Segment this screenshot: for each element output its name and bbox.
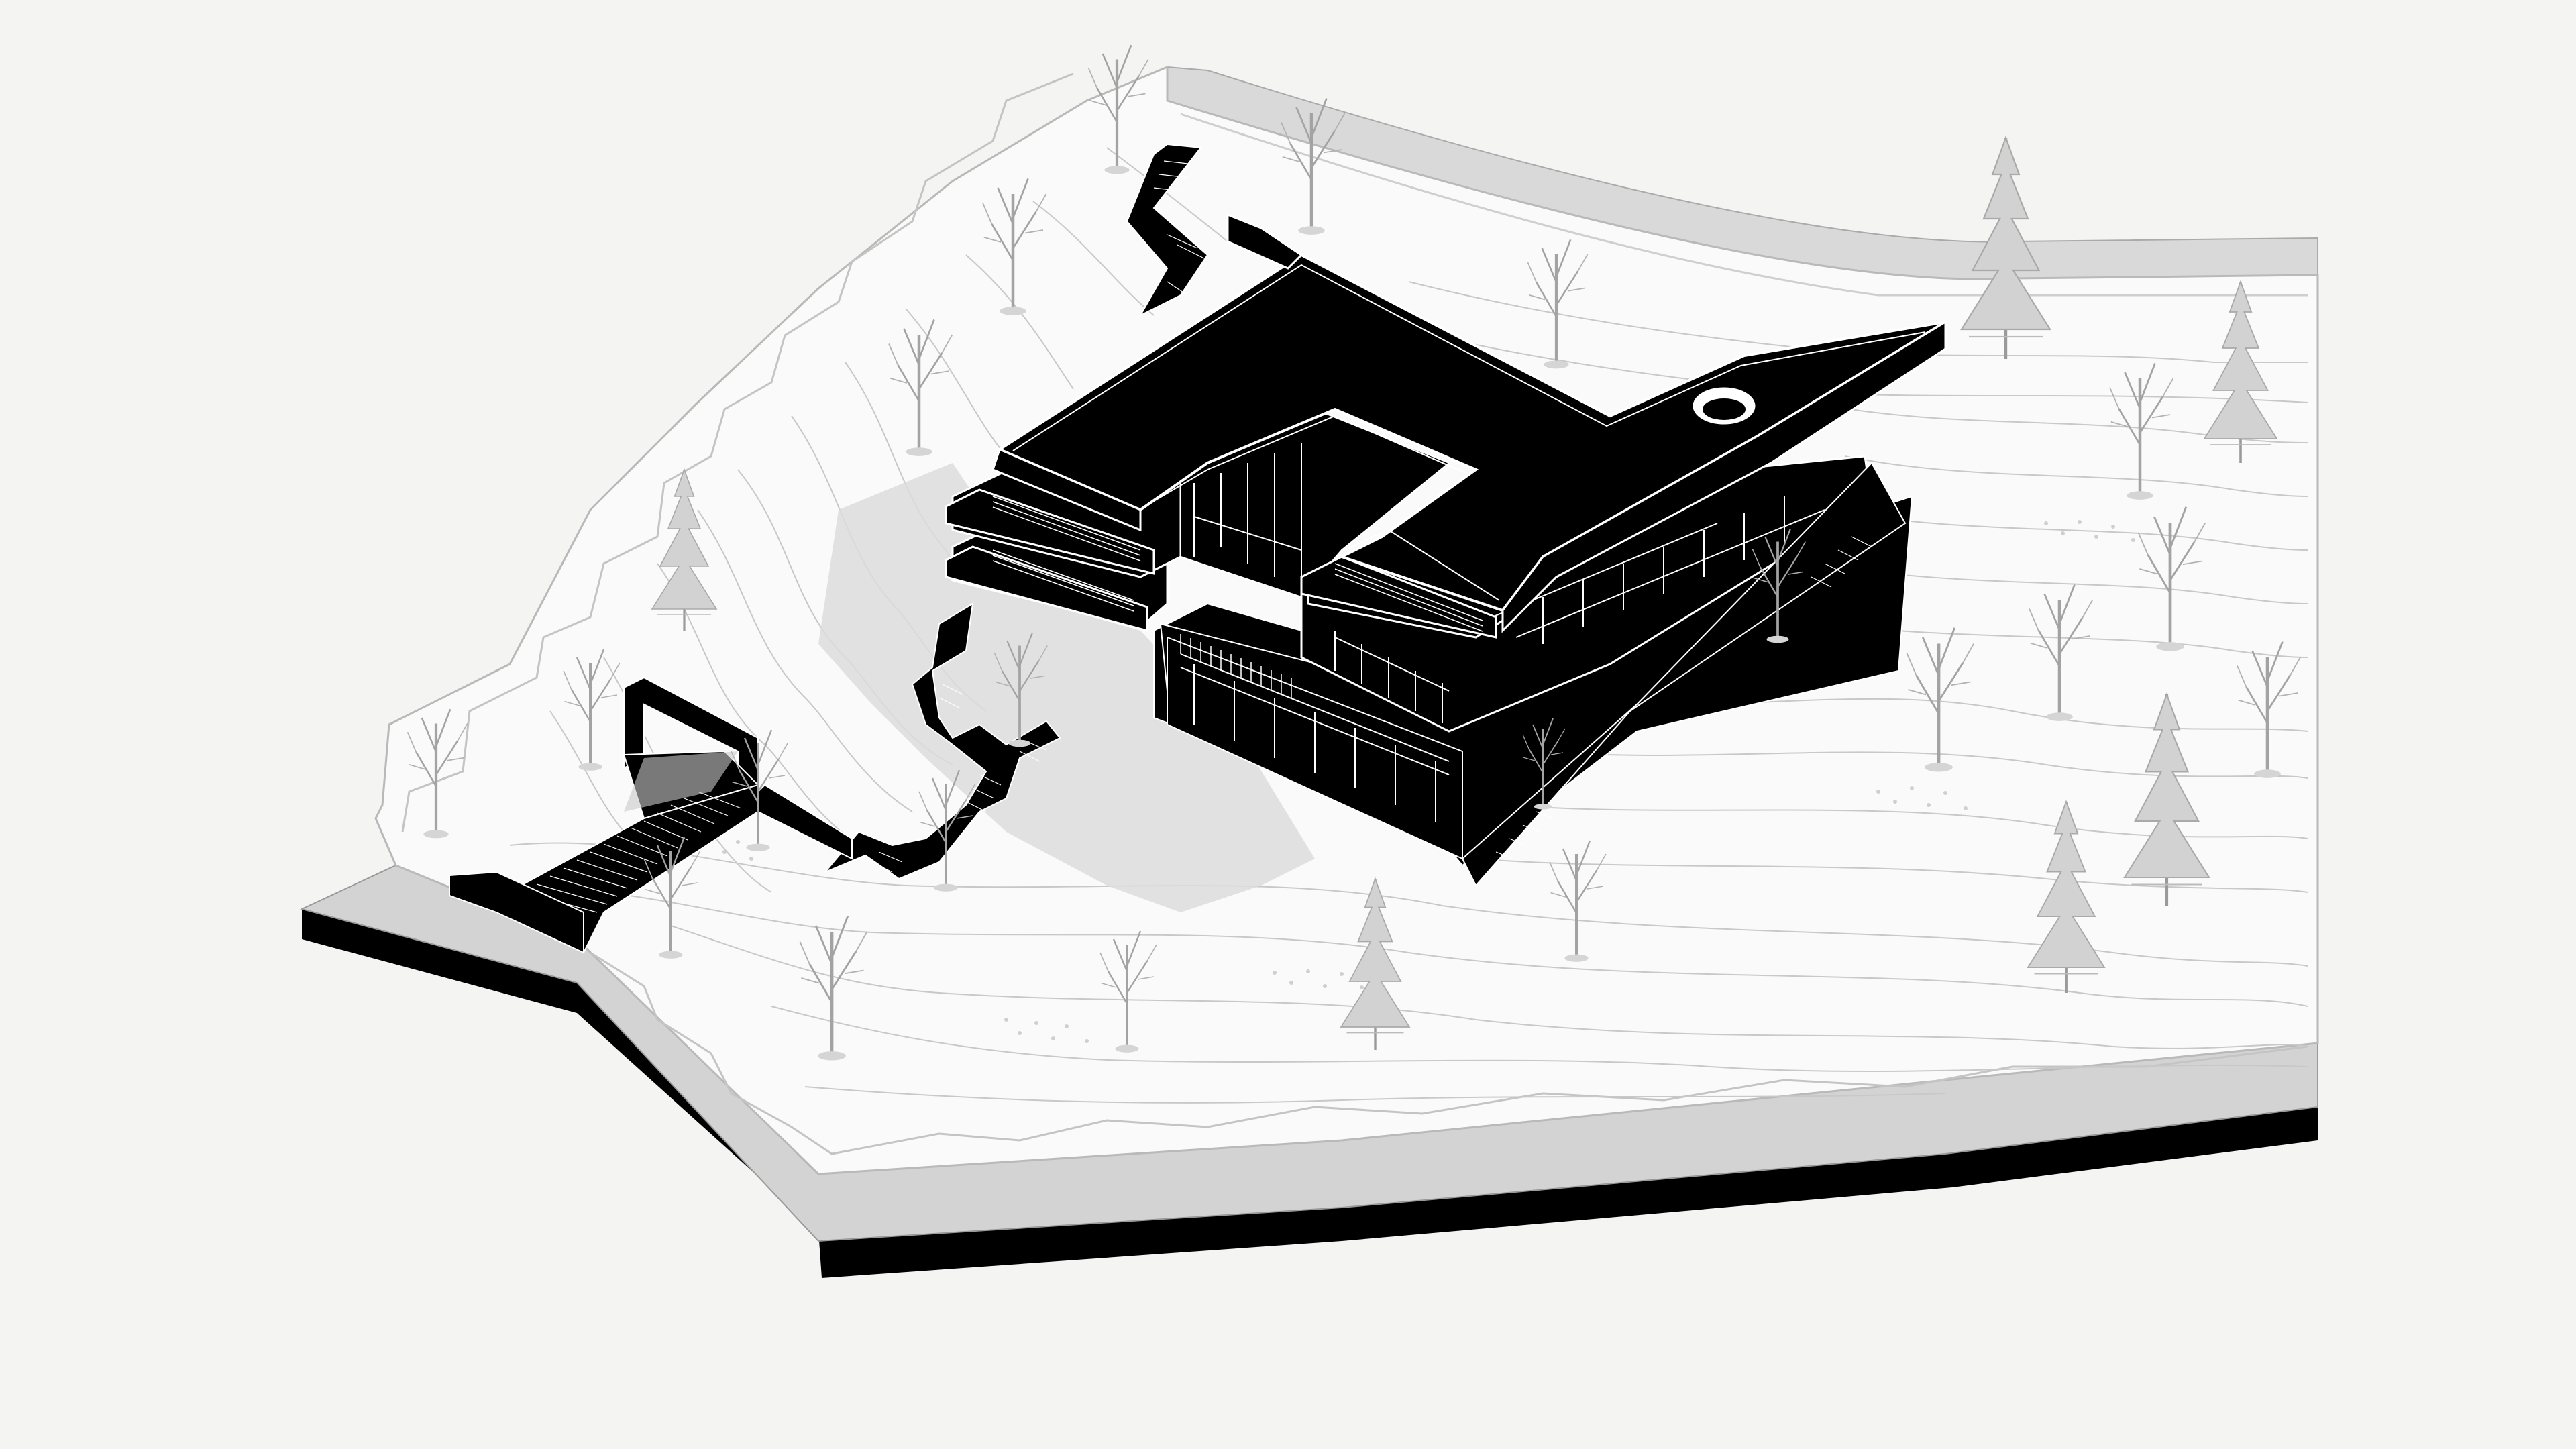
west-wing-mid-slab — [945, 488, 1155, 575]
garage-ramp-slats — [523, 791, 742, 913]
roof-oculus-inner — [1703, 398, 1746, 420]
house-building — [945, 143, 1947, 887]
rear-stairs — [1126, 143, 1209, 317]
east-retaining-wedge — [1461, 462, 1907, 887]
roof-parapet-line-2 — [1150, 415, 1466, 504]
terrace-edge-front — [590, 951, 2308, 1155]
garage-front-wall — [449, 871, 584, 954]
courtyard-glazing — [1193, 443, 1302, 590]
garage-overhang-shadow — [624, 751, 738, 812]
building-shadow — [818, 463, 1315, 912]
roof-courtyard-edge — [1344, 529, 1500, 601]
base-slab — [302, 909, 2318, 1278]
roof-slab-edge — [991, 447, 1142, 532]
terrace-edge-left — [401, 72, 1074, 833]
balcony-louvers — [1334, 563, 1483, 632]
garage-structure — [449, 676, 759, 954]
west-wing-lower-slab — [945, 545, 1148, 632]
stair-tower — [1226, 213, 1303, 270]
roof-slab-edge-east — [1501, 320, 1947, 633]
lower-louvers — [1180, 634, 1292, 698]
roof-parapet-line — [1012, 264, 1926, 451]
entry-stair-treads — [871, 684, 1047, 873]
terrace-edge-back — [1180, 113, 2308, 297]
east-wedge-stairs — [1495, 536, 1872, 859]
ground-floor-windows — [1180, 653, 1450, 822]
west-wing-louvers — [992, 496, 1141, 612]
